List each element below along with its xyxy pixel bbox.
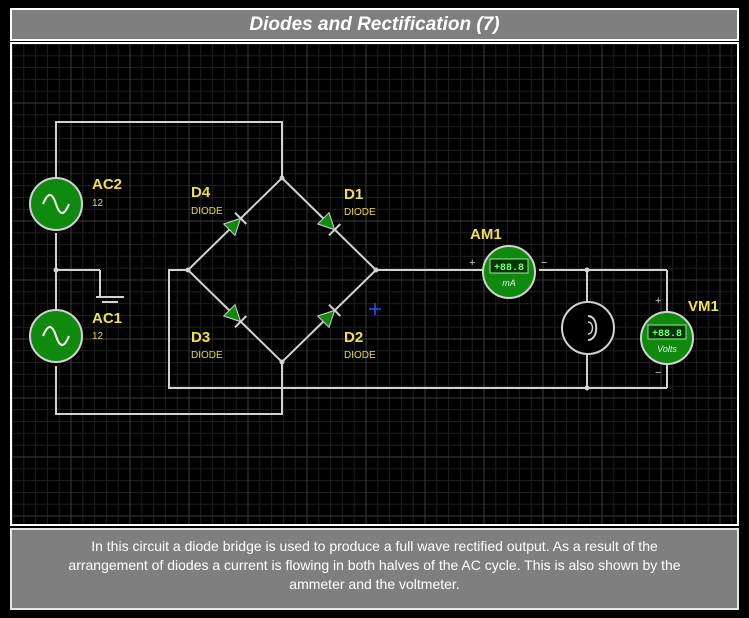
wire-top xyxy=(55,121,283,185)
ammeter-reading: +88.8 xyxy=(494,263,524,274)
voltmeter-reading: +88.8 xyxy=(652,329,682,340)
ammeter-am1[interactable] xyxy=(482,245,536,299)
voltmeter-vm1[interactable] xyxy=(640,311,694,365)
ac2-label: AC2 xyxy=(92,176,122,193)
diode-d2[interactable] xyxy=(316,303,342,329)
wire-return xyxy=(168,269,587,389)
ammeter-unit: mA xyxy=(502,278,516,288)
description-panel: In this circuit a diode bridge is used t… xyxy=(10,528,739,610)
ac1-label: AC1 xyxy=(92,310,122,327)
d2-type: DIODE xyxy=(344,350,376,361)
junctions xyxy=(53,175,590,391)
diode-d3[interactable] xyxy=(222,303,248,329)
d2-label: D2 xyxy=(344,329,363,346)
d3-label: D3 xyxy=(191,329,210,346)
sine-wave-icon xyxy=(42,194,70,214)
sine-wave-icon xyxy=(42,326,70,346)
lamp-bulb-icon[interactable] xyxy=(561,301,615,355)
diode-d4[interactable] xyxy=(222,211,248,237)
voltmeter-minus: − xyxy=(655,367,661,379)
d1-label: D1 xyxy=(344,186,363,203)
ac1-value: 12 xyxy=(92,331,104,342)
title-bar: Diodes and Rectification (7) xyxy=(10,8,739,41)
diode-d1[interactable] xyxy=(316,211,342,237)
d3-type: DIODE xyxy=(191,350,223,361)
description-text: In this circuit a diode bridge is used t… xyxy=(68,537,681,592)
ammeter-minus: − xyxy=(541,257,547,269)
ac2-source[interactable] xyxy=(29,177,83,231)
circuit-canvas[interactable]: AC2 12 AC1 12 D4 DIODE D1 DIODE D3 xyxy=(10,42,739,526)
ac1-source[interactable] xyxy=(29,309,83,363)
grid xyxy=(12,44,737,524)
voltmeter-plus: + xyxy=(655,295,661,307)
ground-icon[interactable] xyxy=(96,270,124,303)
vm1-label: VM1 xyxy=(688,298,719,315)
ammeter-plus: + xyxy=(469,257,475,269)
d4-label: D4 xyxy=(191,184,211,201)
am1-label: AM1 xyxy=(470,226,502,243)
voltmeter-unit: Volts xyxy=(657,344,677,354)
page-title: Diodes and Rectification (7) xyxy=(249,13,500,35)
d1-type: DIODE xyxy=(344,207,376,218)
circuit-schematic: AC2 12 AC1 12 D4 DIODE D1 DIODE D3 xyxy=(12,44,737,524)
crosshair-icon xyxy=(369,303,381,315)
ac2-value: 12 xyxy=(92,198,104,209)
d4-type: DIODE xyxy=(191,206,223,217)
